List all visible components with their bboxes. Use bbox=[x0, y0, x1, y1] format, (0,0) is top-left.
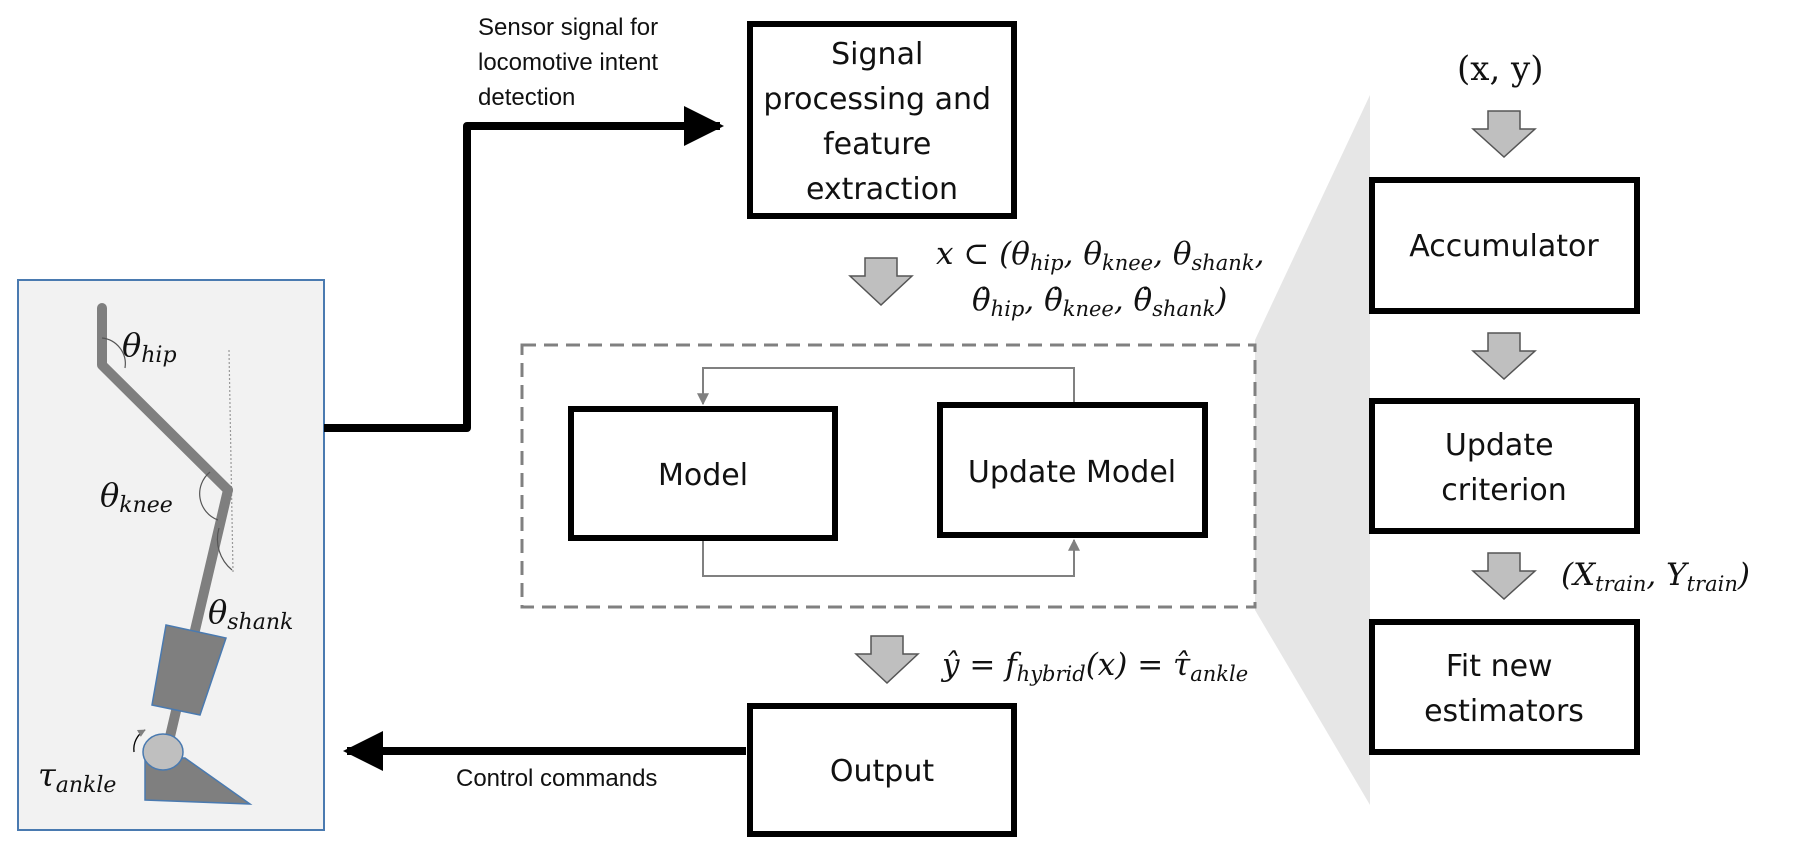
svg-text:Accumulator: Accumulator bbox=[1409, 229, 1599, 264]
hip-angle-arc bbox=[101, 337, 126, 369]
theta-knee-label: θknee bbox=[100, 476, 173, 518]
reference-line bbox=[228, 349, 234, 573]
output-formula: ŷ = fhybrid(x) = τ̂ankle bbox=[940, 647, 1248, 686]
model-to-update-connector bbox=[702, 538, 1080, 577]
leg-panel: θhip θknee θshank τankle bbox=[17, 279, 325, 831]
feature-vector-formula-line1: x ⊂ (θhip, θknee, θshank, bbox=[936, 236, 1264, 275]
accumulator-block: Accumulator bbox=[1369, 177, 1640, 314]
sensor-signal-label: Sensor signal for locomotive intent dete… bbox=[478, 14, 665, 111]
down-arrow-accumulator bbox=[1471, 332, 1537, 381]
signal-processing-block: Signal processing and feature extraction bbox=[747, 21, 1017, 219]
theta-shank-label: θshank bbox=[208, 593, 293, 635]
update-criterion-block: Update criterion bbox=[1369, 398, 1640, 534]
update-to-model-connector bbox=[697, 367, 1075, 406]
svg-text:Output: Output bbox=[830, 754, 934, 789]
theta-hip-label: θhip bbox=[122, 326, 177, 368]
feature-vector-formula-line2: θ̇hip, θ̇knee, θ̇shank) bbox=[972, 282, 1227, 321]
down-arrow-criterion bbox=[1471, 552, 1537, 601]
ankle-torque-arrow bbox=[133, 729, 146, 753]
shank-angle-arc bbox=[216, 527, 233, 571]
thigh-segment bbox=[97, 303, 233, 495]
update-model-block: Update Model bbox=[937, 402, 1208, 538]
down-arrow-features bbox=[848, 257, 914, 307]
prosthetic-socket bbox=[151, 624, 227, 716]
down-arrow-xy bbox=[1471, 110, 1537, 159]
output-block: Output bbox=[747, 703, 1017, 837]
fit-estimators-block: Fit new estimators bbox=[1369, 619, 1640, 755]
knee-angle-arc bbox=[199, 471, 219, 521]
model-block: Model bbox=[568, 406, 838, 541]
tau-ankle-label: τankle bbox=[38, 756, 116, 798]
ankle-joint bbox=[142, 733, 184, 771]
down-arrow-output bbox=[854, 635, 920, 685]
svg-text:Fit new estimators: Fit new estimators bbox=[1424, 649, 1584, 729]
control-commands-label: Control commands bbox=[456, 765, 657, 792]
hybrid-model-region bbox=[520, 343, 1257, 609]
svg-text:Signal processing and: Signal processing and feature extraction bbox=[763, 37, 1000, 207]
xy-input-label: (x, y) bbox=[1457, 49, 1544, 89]
zoom-funnel bbox=[1255, 95, 1370, 805]
sensor-signal-arrow bbox=[324, 106, 724, 432]
svg-text:Update Model: Update Model bbox=[968, 455, 1176, 490]
training-set-label: (Xtrain, Ytrain) bbox=[1561, 557, 1750, 596]
svg-text:Model: Model bbox=[658, 458, 748, 493]
svg-text:Update criterion: Update criterion bbox=[1441, 428, 1566, 508]
